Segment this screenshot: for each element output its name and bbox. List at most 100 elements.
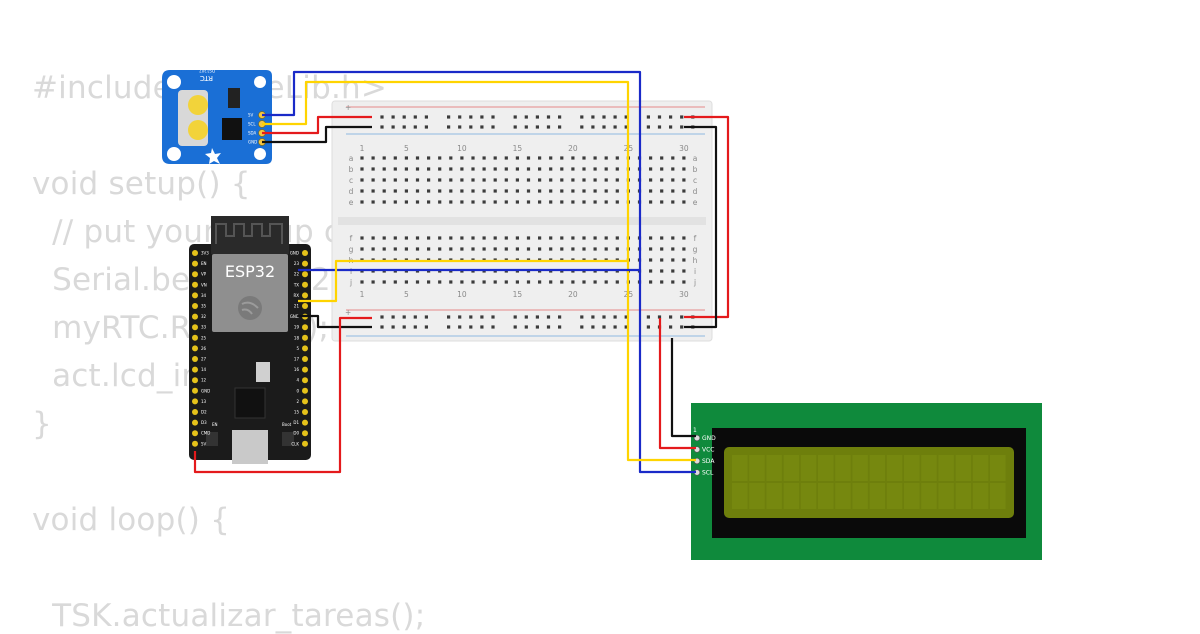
esp32-pin-right[interactable]	[302, 250, 308, 256]
esp32-pin-right[interactable]	[302, 303, 308, 309]
esp32-pin-left[interactable]	[192, 430, 198, 437]
column-number: 1	[360, 290, 365, 299]
lcd-char-cell	[766, 483, 782, 509]
rtc-label: RTC	[200, 74, 213, 82]
row-letter: d	[349, 187, 354, 196]
wire-yellow-esp[interactable]	[298, 259, 628, 303]
star-logo-icon	[205, 148, 221, 164]
esp32-pin-left[interactable]	[192, 292, 198, 299]
esp32-pin-label: 35	[201, 304, 207, 309]
esp32-pin-left[interactable]	[192, 377, 198, 384]
wire-black-esp-gnd[interactable]	[298, 314, 372, 329]
esp32-pin-left[interactable]	[192, 250, 198, 256]
esp32-pin-label: 5	[296, 346, 299, 351]
esp32-pin-label: 4	[296, 378, 299, 383]
esp32-pin-label: 34	[201, 293, 207, 298]
wire-yellow-sda[interactable]	[262, 80, 696, 462]
esp32-pin-left[interactable]	[192, 313, 198, 320]
row-letter: b	[693, 165, 698, 174]
esp32-pin-right[interactable]	[302, 345, 308, 352]
esp32-pin-label: 26	[201, 346, 207, 351]
column-number: 1	[360, 144, 365, 153]
boot-button[interactable]	[282, 432, 294, 446]
esp32-pin-right[interactable]	[302, 334, 308, 341]
esp32-pin-label: 19	[294, 325, 300, 330]
esp32-pin-right[interactable]	[302, 292, 308, 299]
esp32-pin-label: 14	[201, 367, 207, 372]
row-letter: h	[693, 256, 698, 265]
esp32-pin-right[interactable]	[302, 430, 308, 437]
esp32-pin-left[interactable]	[192, 440, 198, 447]
esp32-pin-right[interactable]	[302, 440, 308, 447]
esp32-pin-left[interactable]	[192, 260, 198, 267]
esp32-pin-right[interactable]	[302, 356, 308, 362]
esp32-pin-label: D0	[293, 431, 299, 436]
row-letter: d	[693, 187, 698, 196]
column-number: 5	[404, 290, 409, 299]
esp32-pin-right[interactable]	[302, 324, 308, 331]
esp32-pin-left[interactable]	[192, 324, 198, 331]
lcd-char-cell	[852, 483, 868, 509]
row-letter: e	[349, 198, 354, 207]
esp32-pin-left[interactable]	[192, 387, 198, 394]
lcd-char-cell	[938, 483, 954, 509]
esp32-pin-right[interactable]	[302, 398, 308, 405]
esp32-pin-left[interactable]	[192, 281, 198, 288]
column-number: 30	[679, 144, 689, 153]
esp32-pin-label: 17	[294, 357, 300, 362]
esp32-pin-left[interactable]	[192, 398, 198, 405]
esp32-pin-right[interactable]	[302, 377, 308, 384]
row-letter: c	[693, 176, 697, 185]
lcd-char-cell	[783, 455, 800, 481]
espressif-logo-icon	[238, 296, 262, 320]
lcd-char-cell	[938, 455, 954, 481]
lcd-char-cell	[818, 455, 834, 481]
esp32-pin-right[interactable]	[302, 419, 308, 426]
code-line: }	[32, 406, 52, 442]
esp32-pin-right[interactable]	[302, 260, 308, 267]
row-letter: i	[694, 267, 696, 276]
esp32-pin-label: EN	[201, 261, 207, 266]
lcd-char-cell	[921, 483, 937, 509]
esp32-pin-right[interactable]	[302, 409, 308, 415]
esp32-pin-left[interactable]	[192, 356, 198, 362]
code-line: void setup() {	[32, 166, 251, 202]
esp32-pin-left[interactable]	[192, 271, 198, 278]
wire-black-rail-jumper[interactable]	[684, 125, 718, 329]
esp32-pin-right[interactable]	[302, 281, 308, 288]
lcd-char-cell	[886, 455, 903, 481]
esp32-pin-left[interactable]	[192, 409, 198, 415]
wire-black-lcd-gnd[interactable]	[670, 338, 696, 438]
esp32-pin-right[interactable]	[302, 271, 308, 278]
rtc-chip-label: DS1307	[199, 68, 215, 73]
esp32-pin-left[interactable]	[192, 334, 198, 341]
lcd-char-cell	[921, 455, 937, 481]
esp32-pin-label: 22	[294, 272, 300, 277]
esp32-pin-left[interactable]	[192, 303, 198, 309]
esp32-pin-right[interactable]	[302, 387, 308, 394]
en-button[interactable]	[206, 432, 218, 446]
esp32-pin-label: 13	[201, 399, 207, 404]
column-number: 20	[568, 290, 578, 299]
wire-red-esp-5v[interactable]	[193, 316, 372, 474]
lcd-char-cell	[904, 455, 920, 481]
wire-black-rtc-gnd[interactable]	[262, 125, 372, 144]
esp32-board[interactable]: ESP32 EN Boot 3V3ENVPVN34353233252627141…	[189, 216, 311, 464]
lcd-char-cell	[990, 455, 1006, 481]
esp32-pin-left[interactable]	[192, 419, 198, 426]
lcd-pin-label: VCC	[702, 447, 714, 454]
wire-red-lcd-vcc[interactable]	[658, 318, 696, 450]
lcd-char-cell	[835, 483, 851, 509]
wire-red-rail-jumper[interactable]	[684, 115, 730, 319]
row-letter: b	[349, 165, 354, 174]
wire-blue-scl[interactable]	[262, 70, 696, 474]
esp32-pin-right[interactable]	[302, 366, 308, 373]
esp32-pin-label: TX	[293, 282, 299, 287]
esp32-pin-left[interactable]	[192, 366, 198, 373]
esp32-pin-left[interactable]	[192, 345, 198, 352]
wire-red-rtc-vcc[interactable]	[262, 115, 372, 135]
